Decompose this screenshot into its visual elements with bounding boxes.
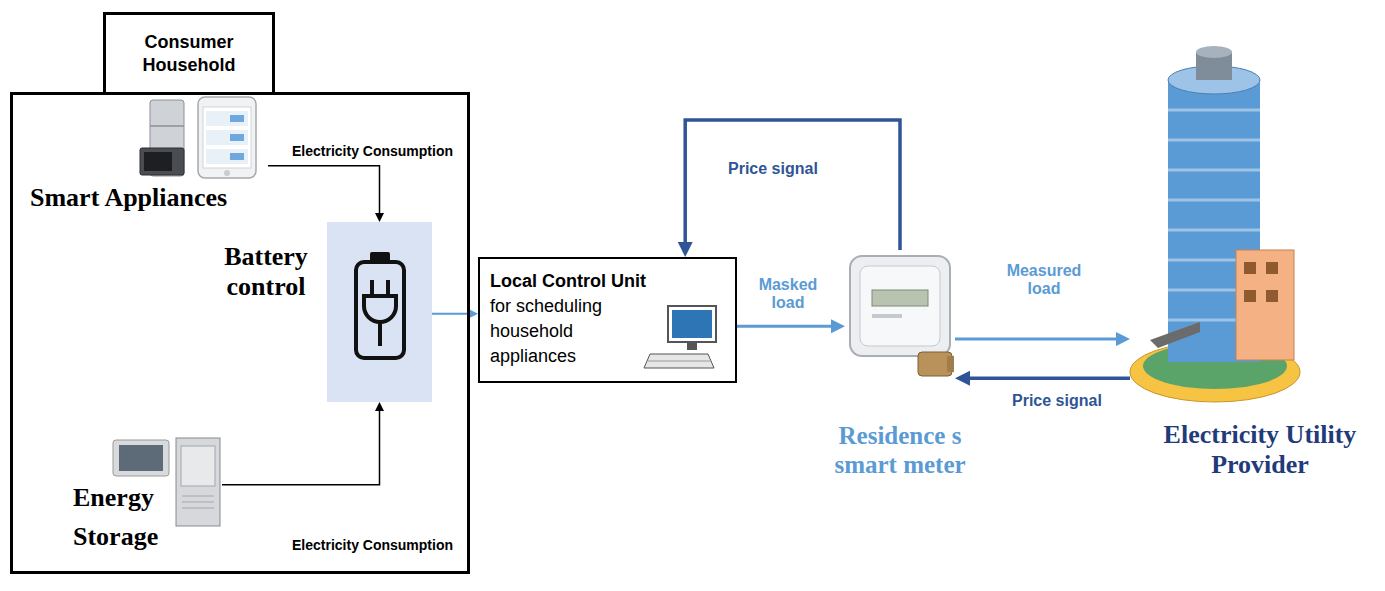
battery-control-box: Battery control (327, 222, 432, 402)
tower-stripe (1168, 169, 1260, 172)
cabinet-grille (182, 508, 214, 509)
microwave-body (140, 148, 184, 175)
meter-nut (947, 356, 954, 372)
label-holder: Electricity Consumption (292, 537, 453, 553)
plug-prong (370, 280, 374, 296)
storage-cabinet (176, 438, 220, 526)
meter-face (860, 266, 940, 346)
household-tab: Consumer Household (103, 12, 275, 92)
label-holder: Price signal (728, 160, 818, 178)
tower-stripe (1168, 139, 1260, 142)
monitor-stand (687, 342, 697, 350)
meter-picture (850, 256, 954, 376)
tower-stripe (1168, 199, 1260, 202)
plug-cord (378, 322, 382, 346)
node-label: Battery control (212, 242, 320, 302)
plug-body (364, 296, 396, 322)
tower-stripe (1168, 109, 1260, 112)
battery-picture (327, 222, 432, 402)
node-label: Local Control Unit (490, 269, 725, 294)
node-label: Energy Storage (73, 478, 171, 556)
phone-row (206, 130, 248, 145)
battery-panel (327, 222, 432, 402)
node-label: Electricity Utility Provider (1140, 420, 1380, 480)
plug-prong (386, 280, 390, 296)
phone-button (224, 170, 230, 176)
phone-reading (230, 115, 244, 122)
meter-mark (872, 314, 902, 318)
phone-body (198, 97, 256, 178)
entrance-canopy (1150, 322, 1200, 348)
label-holder: Battery control (212, 242, 320, 302)
label-holder: Local Control Unit (490, 269, 725, 294)
phone-reading (230, 134, 244, 141)
annex-window (1266, 262, 1278, 274)
control-unit-box: Local Control Unitfor scheduling househo… (478, 257, 737, 383)
phone-row (206, 111, 248, 126)
monitor-screen (672, 310, 712, 338)
storage-picture (113, 438, 220, 526)
tower-stripe (1168, 229, 1260, 232)
annex-window (1244, 290, 1256, 302)
node-label: Residence s smart meter (820, 422, 980, 480)
computer-icon (644, 306, 716, 368)
edge-label: Electricity Consumption (292, 537, 453, 553)
connector-arrow (432, 313, 470, 315)
cabinet-grille (182, 496, 214, 497)
household-region: Consumer HouseholdSmart AppliancesBatter… (10, 92, 470, 574)
connector-arrow (222, 409, 380, 485)
label-holder: for scheduling household appliances (490, 294, 655, 369)
microwave-window (144, 152, 172, 171)
phone-row (206, 149, 248, 164)
label-holder: Electricity Utility Provider (1140, 420, 1380, 480)
edge-label: Masked load (748, 276, 828, 313)
meter-display (872, 290, 928, 306)
annex-window (1244, 262, 1256, 274)
label-holder: Smart Appliances (30, 183, 270, 213)
appliance-group: Smart Appliances (140, 97, 268, 178)
edge-label: Price signal (1012, 392, 1102, 410)
node-label: Smart Appliances (30, 183, 270, 213)
label-holder: Electricity Consumption (292, 143, 453, 159)
meter-connector (918, 352, 952, 376)
label-holder: Energy Storage (73, 478, 171, 556)
thermostat-screen (119, 445, 163, 471)
annex-block (1236, 250, 1294, 360)
connector-arrow (967, 377, 1130, 381)
edge-label: Measured load (1000, 262, 1088, 299)
annex-window (1266, 290, 1278, 302)
thermostat-body (113, 440, 169, 476)
connector-arrow (685, 120, 900, 250)
connector-group (222, 120, 1130, 485)
utility-building (1130, 46, 1300, 402)
cabinet-panel (181, 446, 215, 486)
keyboard (644, 354, 714, 368)
storage-group: Energy Storage (113, 438, 222, 528)
connector-arrow (268, 166, 380, 215)
monitor-frame (668, 306, 716, 342)
utility-provider: Electricity Utility Provider (1130, 42, 1305, 405)
label-holder: Measured load (1000, 262, 1088, 299)
label-holder: Price signal (1012, 392, 1102, 410)
connector-arrow (737, 325, 834, 328)
edge-label: Electricity Consumption (292, 143, 453, 159)
cabinet-grille (182, 502, 214, 503)
meter-body (850, 256, 950, 356)
roof-cap (1196, 46, 1232, 58)
keyboard-keys (648, 361, 711, 362)
appliance-picture (140, 97, 256, 178)
phone-screen (203, 107, 251, 168)
phone-reading (230, 153, 244, 160)
smart-meter: Residence s smart meter (845, 250, 955, 385)
edge-label: Price signal (728, 160, 818, 178)
battery-outline (356, 262, 404, 358)
label-holder: Residence s smart meter (820, 422, 980, 480)
connector-arrow (955, 338, 1119, 341)
fridge-door-line (150, 125, 184, 127)
label-holder: Masked load (748, 276, 828, 313)
node-label: Consumer Household (114, 31, 264, 76)
node-label: for scheduling household appliances (490, 294, 655, 369)
